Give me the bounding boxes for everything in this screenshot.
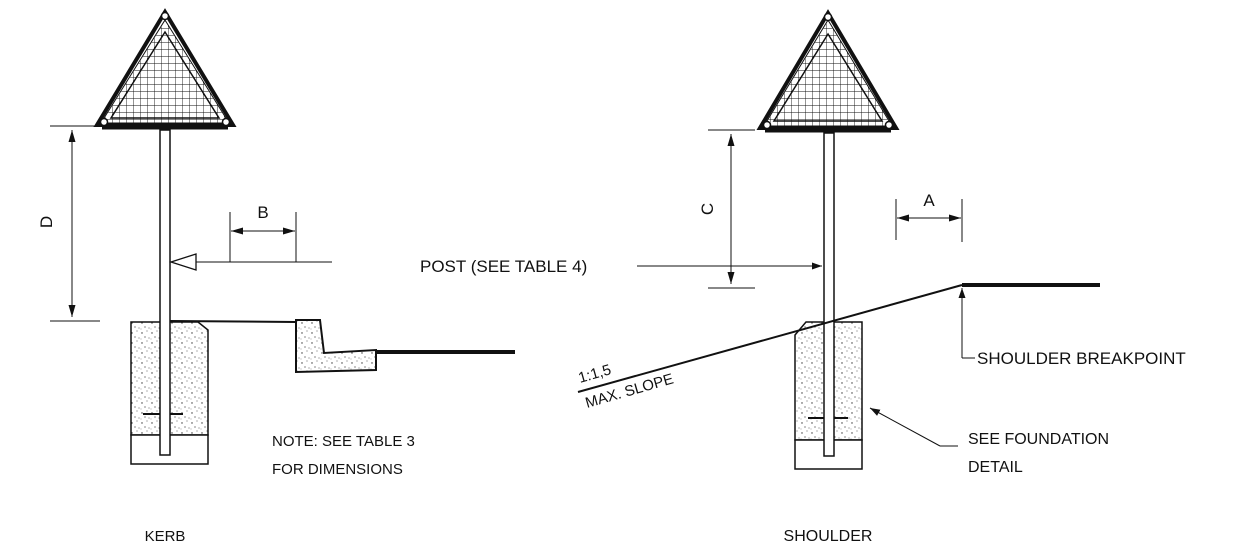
kerb-detail: D B NOTE: SEE TABLE 3 FOR DIMENSIONS KER… <box>37 8 515 545</box>
note-line-1: NOTE: SEE TABLE 3 <box>272 433 415 450</box>
dim-d-label: D <box>37 216 56 228</box>
kerb-post <box>159 129 171 456</box>
foundation-line-2: DETAIL <box>968 459 1023 476</box>
dim-a-label: A <box>923 191 935 210</box>
note-line-2: FOR DIMENSIONS <box>272 461 403 478</box>
dim-c-label: C <box>698 203 717 215</box>
foundation-line-1: SEE FOUNDATION <box>968 431 1109 448</box>
dimension-d: D <box>37 125 100 322</box>
caption-shoulder: SHOULDER <box>784 528 873 545</box>
breakpoint-leader: SHOULDER BREAKPOINT <box>958 288 1186 368</box>
post-label: POST (SEE TABLE 4) <box>420 257 587 276</box>
post-leader: POST (SEE TABLE 4) <box>420 257 822 276</box>
kerb-post-pointer <box>168 253 332 271</box>
shoulder-detail: 1:1,5 MAX. SLOPE C A POST (SEE TABLE 4) … <box>420 9 1186 545</box>
dimension-b: B <box>229 203 297 262</box>
shoulder-post <box>823 132 835 457</box>
shoulder-triangle-sign <box>756 9 900 133</box>
dimension-a: A <box>895 191 963 242</box>
kerb-triangle-sign <box>93 8 237 130</box>
dim-b-label: B <box>257 203 268 222</box>
foundation-leader: SEE FOUNDATION DETAIL <box>869 407 1109 476</box>
dimension-c: C <box>698 129 755 289</box>
shoulder-breakpoint-label: SHOULDER BREAKPOINT <box>977 349 1186 368</box>
kerb-profile <box>169 319 515 374</box>
caption-kerb: KERB <box>145 528 186 545</box>
